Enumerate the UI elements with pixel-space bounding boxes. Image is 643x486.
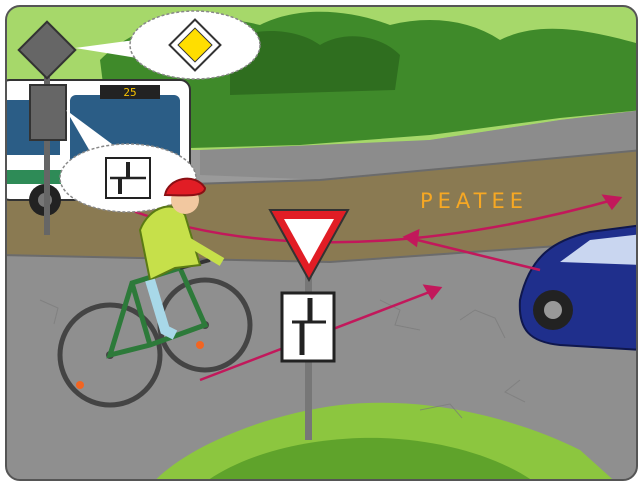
bus-route-number: 25	[123, 86, 136, 99]
intersection-shape-icon	[106, 158, 150, 198]
intersection-plate-icon	[282, 293, 334, 361]
road-name-label: PEATEE	[420, 189, 528, 213]
